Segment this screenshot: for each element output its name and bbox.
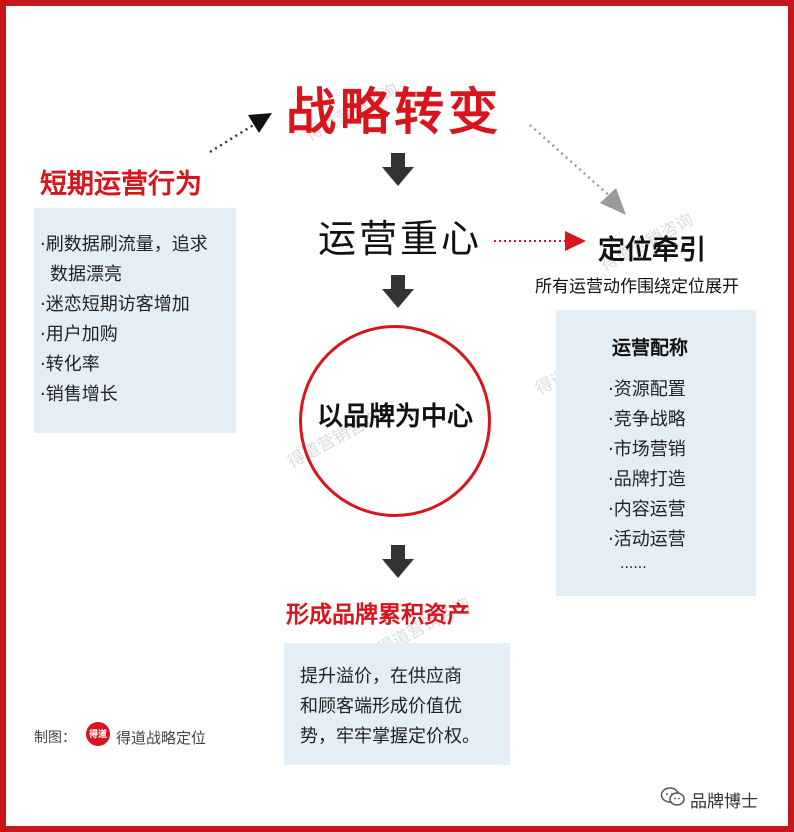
left-heading: 短期运营行为 [40,169,202,200]
right-item: ·品牌打造 [608,469,686,490]
wechat-account-name: 品牌博士 [690,792,758,812]
operation-focus: 运营重心 [318,217,483,261]
left-item: ·迷恋短期访客增加 [40,294,190,315]
down-arrow-icon [382,275,414,308]
asset-text-line: 和顾客端形成价值优 [300,696,462,717]
positioning-heading: 定位牵引 [598,235,706,266]
right-item: ·内容运营 [608,499,686,520]
left-item: ·销售增长 [40,384,118,405]
footer-label: 制图： [34,730,76,746]
down-arrow-icon [382,153,414,186]
right-item: ·资源配置 [608,379,686,400]
asset-text-line: 势，牢牢掌握定价权。 [300,726,480,747]
right-box-title: 运营配称 [612,337,689,359]
left-item: ·刷数据刷流量，追求 [40,234,208,255]
right-item-ellipsis: ...... [620,556,647,572]
left-item-continued: 数据漂亮 [50,264,122,285]
dotted-arrow-to-positioning [529,124,613,199]
right-item: ·活动运营 [608,529,686,550]
left-item: ·转化率 [40,354,100,375]
right-item: ·市场营销 [608,439,686,460]
arrowhead-black [248,113,272,133]
right-item: ·竞争战略 [608,409,686,430]
left-box [34,208,236,433]
brand-center-circle [299,325,491,517]
asset-text-line: 提升溢价，在供应商 [300,666,462,687]
footer-brand: 得道战略定位 [116,729,207,747]
brand-logo-text: 得道 [88,730,107,740]
brand-logo-icon [86,722,110,746]
asset-heading: 形成品牌累积资产 [286,602,470,628]
positioning-subtitle: 所有运营动作围绕定位展开 [535,277,739,297]
wechat-icon [660,787,685,806]
left-item: ·用户加购 [40,324,118,345]
dotted-arrow-to-title [209,122,256,154]
right-box [556,310,756,596]
brand-center-label: 以品牌为中心 [316,402,473,432]
page-title: 战略转变 [286,83,502,141]
down-arrow-icon [382,545,414,578]
asset-box [284,643,510,765]
arrowhead-gray [600,188,626,215]
arrowhead-red [565,231,586,251]
